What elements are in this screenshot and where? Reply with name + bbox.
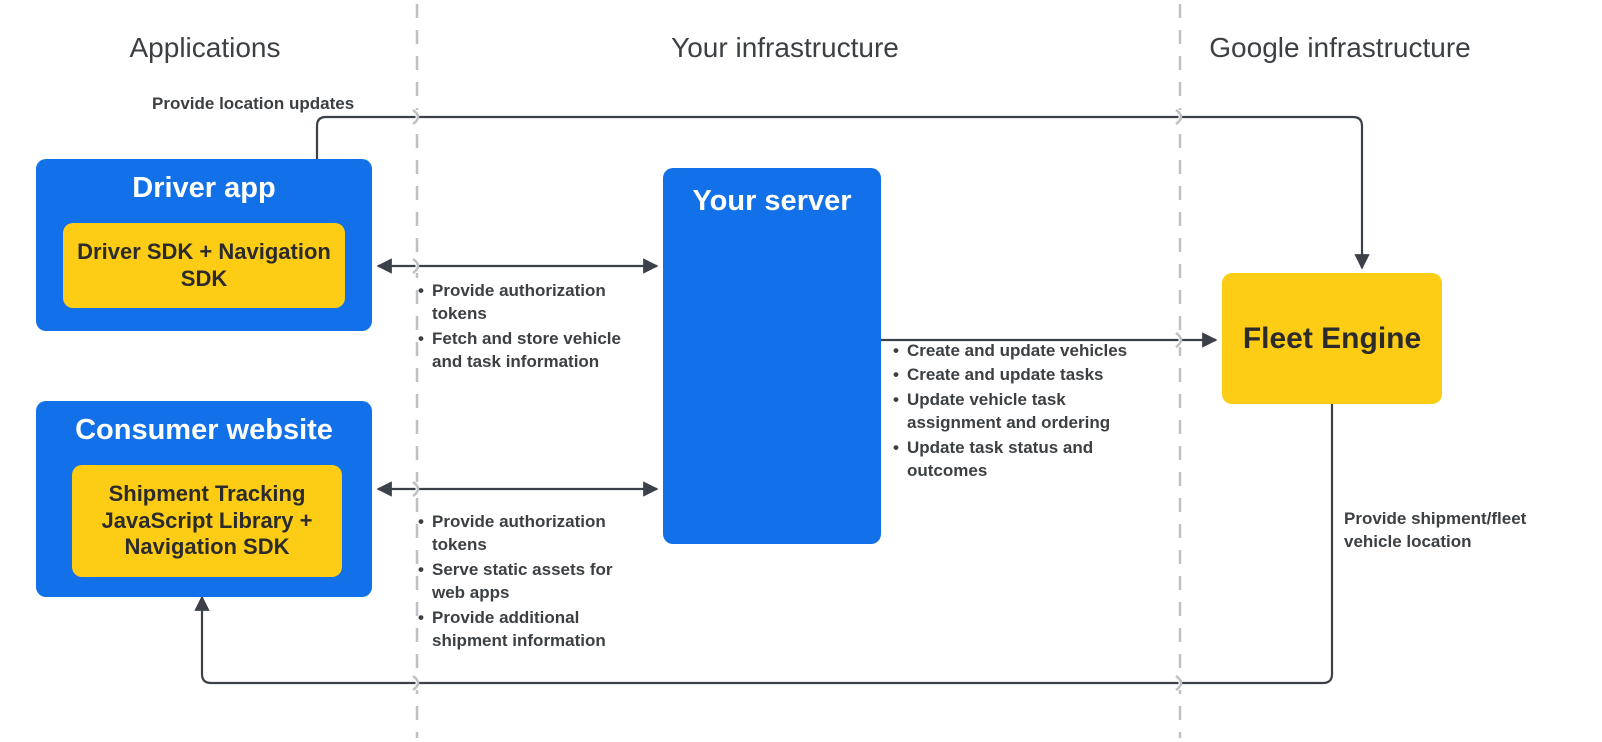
- column-header-applications: Applications: [129, 32, 281, 63]
- edge-label-fleetengine-consumer: Provide shipment/fleet vehicle location: [1344, 509, 1527, 552]
- bullet-item: Create and update tasks: [893, 363, 1153, 387]
- bullet-item: Provide authorization tokens: [418, 279, 650, 326]
- wire-jump: [1175, 674, 1183, 692]
- node-fleet-engine[interactable]: Fleet Engine: [1222, 273, 1442, 404]
- bullet-item: Fetch and store vehicle and task informa…: [418, 327, 650, 374]
- column-header-your-infrastructure: Your infrastructure: [671, 32, 899, 63]
- node-shipment-tracking-library[interactable]: Shipment Tracking JavaScript Library + N…: [72, 465, 342, 577]
- column-header-google-infrastructure: Google infrastructure: [1209, 32, 1471, 63]
- wire-jump: [412, 480, 420, 498]
- node-driver-sdk[interactable]: Driver SDK + Navigation SDK: [63, 223, 345, 308]
- node-consumer-website-title: Consumer website: [75, 414, 333, 446]
- wire-jump: [412, 257, 420, 275]
- node-consumer-website[interactable]: Consumer website Shipment Tracking JavaS…: [36, 401, 372, 597]
- node-fleet-engine-title: Fleet Engine: [1242, 321, 1422, 355]
- bullet-item: Update task status and outcomes: [893, 436, 1153, 483]
- node-driver-app-title: Driver app: [132, 172, 276, 204]
- edge-label-consumer-server: Provide authorization tokens Serve stati…: [418, 510, 643, 654]
- bullet-item: Update vehicle task assignment and order…: [893, 388, 1153, 435]
- bullet-item: Serve static assets for web apps: [418, 558, 643, 605]
- edge-label-driver-server: Provide authorization tokens Fetch and s…: [418, 279, 650, 375]
- bullet-item: Create and update vehicles: [893, 339, 1153, 363]
- node-your-server-title: Your server: [692, 185, 852, 217]
- edge-label-location-updates: Provide location updates: [152, 94, 355, 113]
- node-your-server[interactable]: Your server: [663, 168, 881, 544]
- wire-jump: [1175, 331, 1183, 349]
- node-driver-app[interactable]: Driver app Driver SDK + Navigation SDK: [36, 159, 372, 331]
- bullet-item: Provide authorization tokens: [418, 510, 643, 557]
- wire-jump: [1175, 108, 1183, 126]
- bullet-item: Provide additional shipment information: [418, 606, 643, 653]
- edge-label-server-fleetengine: Create and update vehicles Create and up…: [893, 339, 1153, 484]
- wire-jump: [412, 674, 420, 692]
